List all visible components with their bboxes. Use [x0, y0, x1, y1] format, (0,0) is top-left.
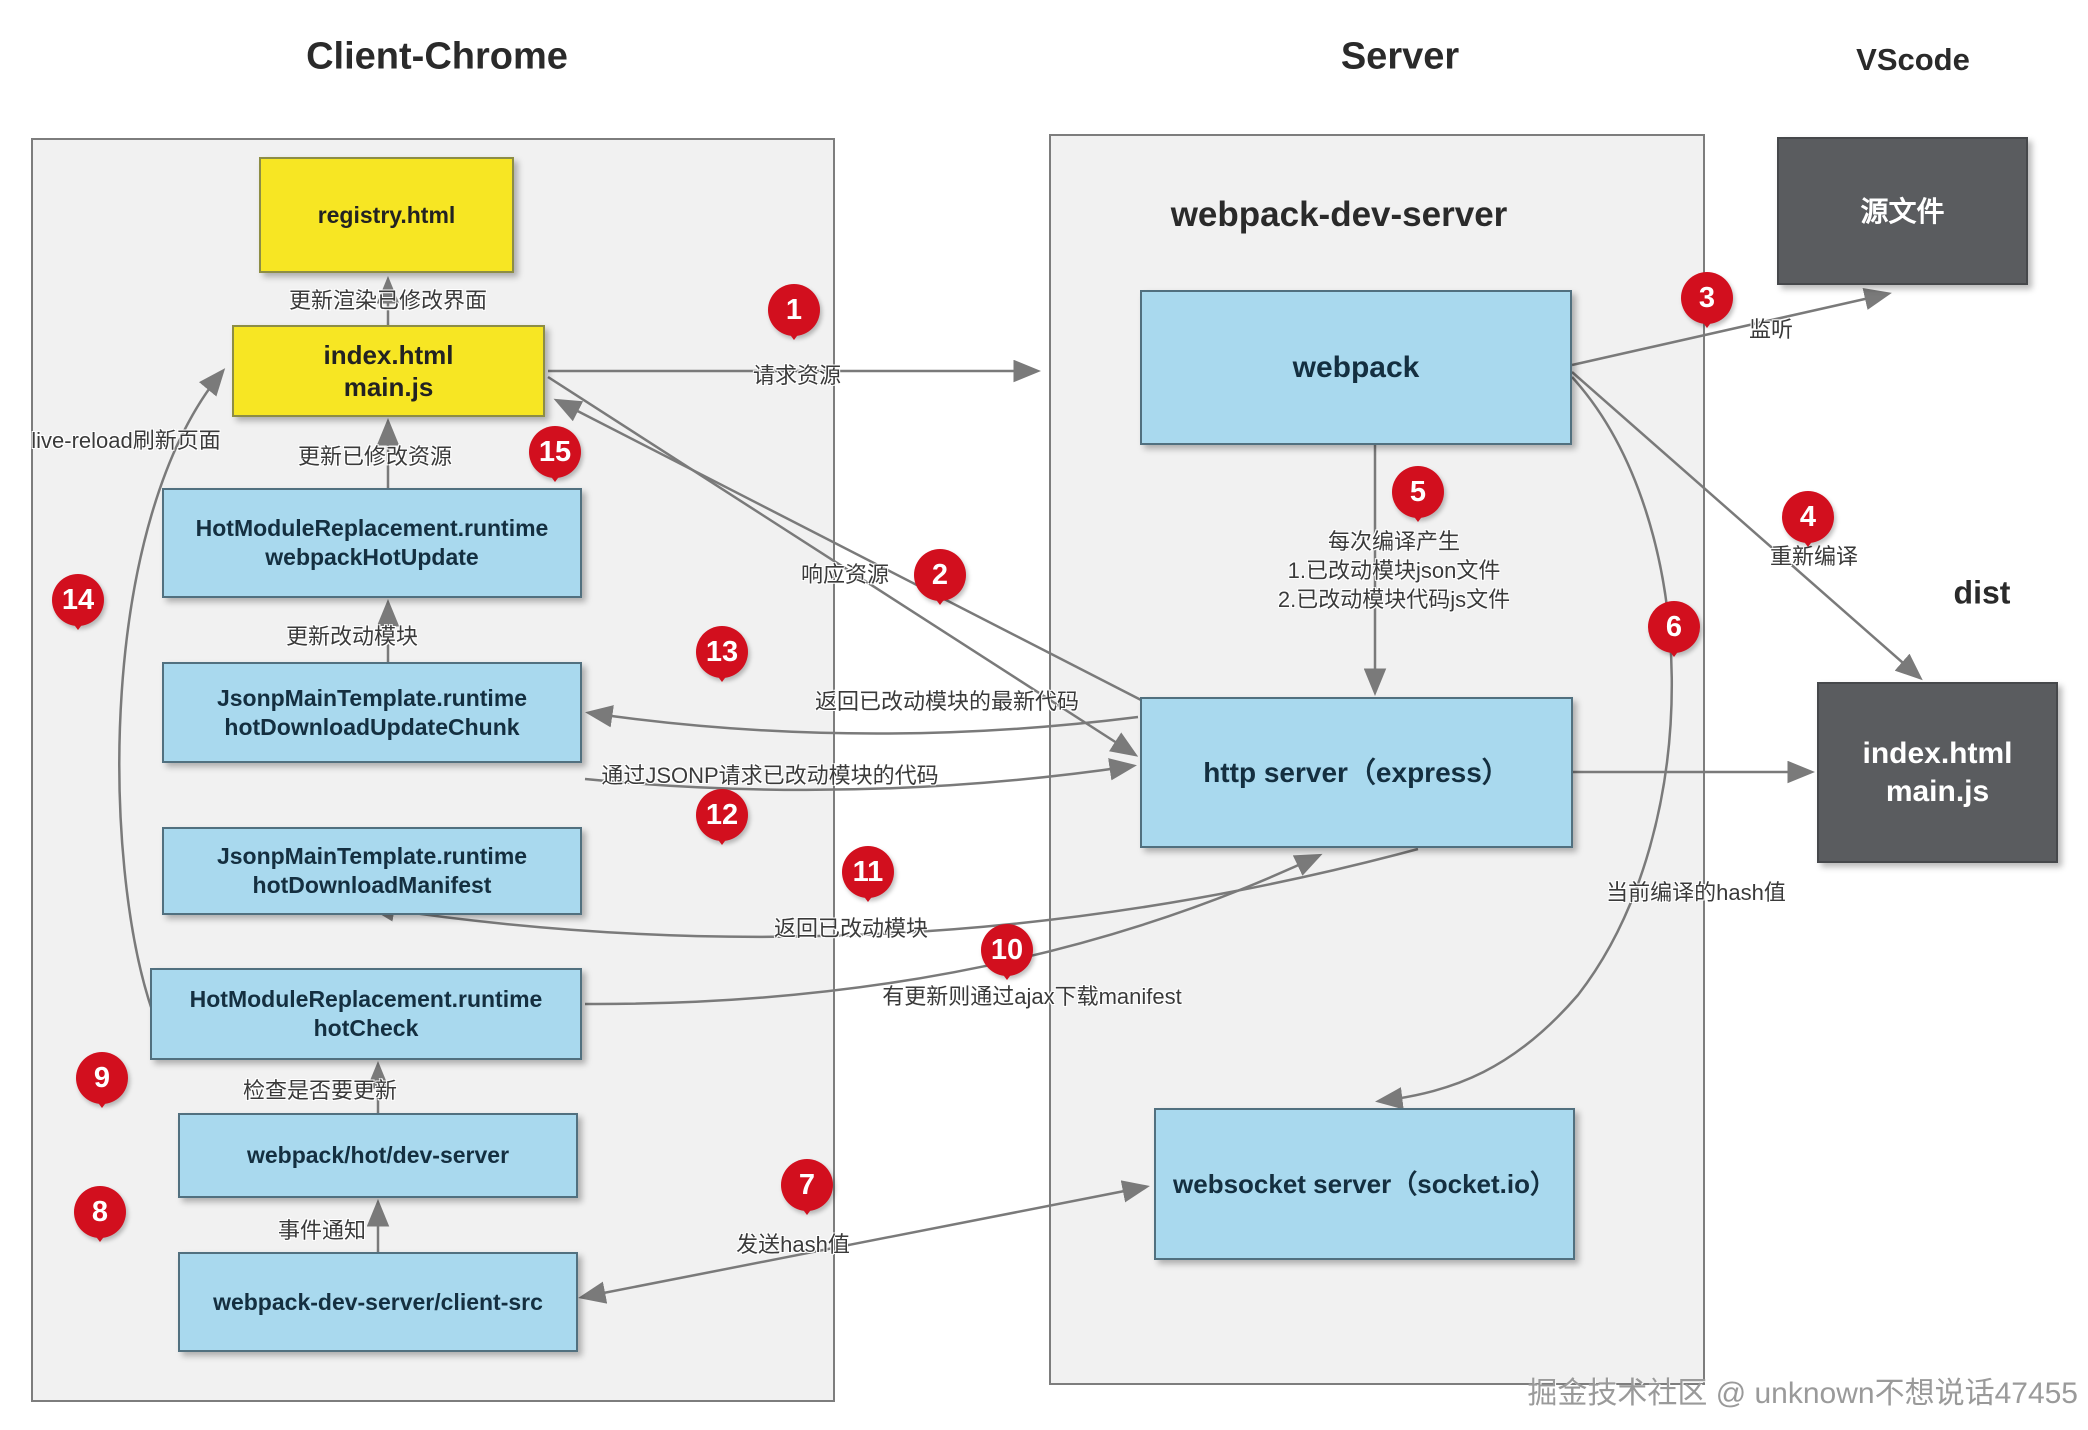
- dist-label: dist: [1953, 574, 2011, 611]
- label-jsonp-request: 通过JSONP请求已改动模块的代码: [601, 763, 939, 788]
- index-html-client-box: index.html main.js: [232, 325, 545, 417]
- label-return-latest-code: 返回已改动模块的最新代码: [814, 689, 1080, 714]
- step-badge-1: 1: [768, 284, 820, 336]
- jsonp-hotdownloadupdatechunk-line2: hotDownloadUpdateChunk: [224, 713, 520, 740]
- websocket-server-box: websocket server（socket.io）: [1154, 1108, 1575, 1260]
- step-badge-7: 7: [781, 1159, 833, 1211]
- webpack-label: webpack: [1292, 350, 1420, 384]
- source-file-label: 源文件: [1860, 195, 1945, 227]
- label-ajax-manifest: 有更新则通过ajax下载manifest: [882, 984, 1182, 1009]
- dist-index-main-box: index.html main.js: [1817, 682, 2058, 863]
- server-section-title: Server: [1340, 35, 1460, 78]
- webpack-hot-dev-server-label: webpack/hot/dev-server: [246, 1142, 510, 1169]
- label-compile-gen-2: 1.已改动模块json文件: [1287, 558, 1501, 583]
- registry-html-label: registry.html: [317, 201, 456, 228]
- hmr-webpackhotupdate-line1: HotModuleReplacement.runtime: [195, 515, 549, 542]
- step-badge-5: 5: [1392, 466, 1444, 518]
- label-update-render: 更新渲染已修改界面: [288, 288, 488, 313]
- step-badge-3: 3: [1681, 272, 1733, 324]
- webpack-dev-server-client-src-label: webpack-dev-server/client-src: [213, 1288, 543, 1315]
- hmr-hotcheck-box: HotModuleReplacement.runtime hotCheck: [150, 968, 582, 1060]
- step-badge-2: 2: [914, 549, 966, 601]
- label-request-resource: 请求资源: [752, 363, 842, 388]
- webpack-box: webpack: [1140, 290, 1572, 445]
- source-file-box: 源文件: [1777, 137, 2028, 285]
- label-check-update: 检查是否要更新: [242, 1078, 398, 1103]
- index-html-client-line2: main.js: [343, 372, 434, 402]
- webpack-hot-dev-server-box: webpack/hot/dev-server: [178, 1113, 578, 1198]
- label-event-notify: 事件通知: [277, 1218, 367, 1243]
- dist-index-main-line2: main.js: [1885, 774, 1990, 808]
- label-send-hash: 发送hash值: [736, 1232, 850, 1257]
- watermark-text: 掘金技术社区 @ unknown不想说话47455: [1527, 1377, 2078, 1410]
- step-badge-6: 6: [1648, 601, 1700, 653]
- hmr-hotcheck-line1: HotModuleReplacement.runtime: [189, 986, 543, 1013]
- step-badge-9: 9: [76, 1052, 128, 1104]
- dist-index-main-line1: index.html: [1862, 737, 2013, 770]
- jsonp-hotdownloadmanifest-box: JsonpMainTemplate.runtime hotDownloadMan…: [162, 827, 582, 915]
- jsonp-hotdownloadmanifest-line2: hotDownloadManifest: [252, 872, 492, 898]
- webpack-dev-server-title: webpack-dev-server: [1170, 195, 1508, 234]
- step-badge-14: 14: [52, 574, 104, 626]
- jsonp-hotdownloadupdatechunk-box: JsonpMainTemplate.runtime hotDownloadUpd…: [162, 662, 582, 763]
- step-badge-10: 10: [981, 924, 1033, 976]
- webpack-dev-server-client-src-box: webpack-dev-server/client-src: [178, 1252, 578, 1352]
- label-listen: 监听: [1748, 317, 1794, 342]
- hmr-webpackhotupdate-box: HotModuleReplacement.runtime webpackHotU…: [162, 488, 582, 598]
- label-compile-gen-3: 2.已改动模块代码js文件: [1277, 587, 1511, 612]
- step-badge-12: 12: [696, 789, 748, 841]
- step-badge-11: 11: [842, 846, 894, 898]
- label-live-reload: live-reload刷新页面: [31, 428, 221, 453]
- label-update-resource: 更新已修改资源: [297, 444, 453, 469]
- label-update-module: 更新改动模块: [285, 624, 419, 649]
- vscode-section-title: VScode: [1856, 42, 1970, 77]
- label-current-hash: 当前编译的hash值: [1606, 880, 1786, 905]
- step-badge-15: 15: [529, 426, 581, 478]
- hmr-webpackhotupdate-line2: webpackHotUpdate: [265, 544, 479, 570]
- hmr-hotcheck-line2: hotCheck: [313, 1015, 419, 1041]
- label-return-changed-module: 返回已改动模块: [773, 916, 929, 941]
- step-badge-4: 4: [1782, 491, 1834, 543]
- http-server-box: http server（express）: [1140, 697, 1573, 848]
- label-response-resource: 响应资源: [800, 562, 890, 587]
- step-badge-13: 13: [696, 626, 748, 678]
- websocket-server-label: websocket server（socket.io）: [1173, 1168, 1556, 1199]
- jsonp-hotdownloadmanifest-line1: JsonpMainTemplate.runtime: [216, 843, 528, 870]
- http-server-label: http server（express）: [1203, 757, 1510, 788]
- label-compile-gen-1: 每次编译产生: [1327, 529, 1461, 554]
- index-html-client-line1: index.html: [323, 339, 454, 370]
- client-section-title: Client-Chrome: [306, 35, 568, 78]
- step-badge-8: 8: [74, 1186, 126, 1238]
- jsonp-hotdownloadupdatechunk-line1: JsonpMainTemplate.runtime: [216, 684, 528, 711]
- registry-html-box: registry.html: [259, 157, 514, 273]
